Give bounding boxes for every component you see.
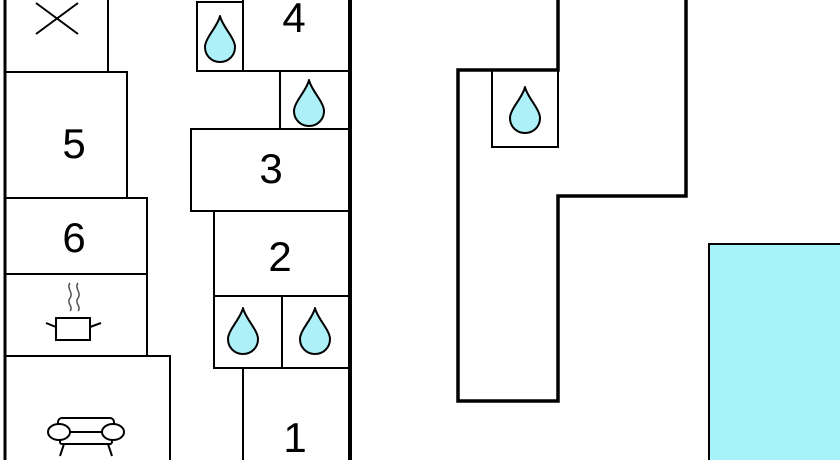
room-1-number: 1 <box>283 414 306 460</box>
room-4: 4 <box>242 0 351 72</box>
water-drop-icon <box>204 15 236 63</box>
room-cross <box>4 0 109 73</box>
bathroom-upper <box>196 1 244 72</box>
water-drop-icon <box>227 307 259 355</box>
room-2: 2 <box>213 210 351 297</box>
cooking-pot-icon <box>45 282 102 341</box>
water-drop-icon <box>509 86 541 134</box>
right-building <box>456 0 688 403</box>
water-drop-icon <box>293 79 325 127</box>
room-5-number: 5 <box>62 120 85 167</box>
room-6: 6 <box>4 197 148 275</box>
room-living <box>4 355 171 460</box>
armchair-icon <box>47 417 125 457</box>
bathroom-right <box>281 295 351 369</box>
room-3-number: 3 <box>259 145 282 192</box>
room-1: 1 <box>242 367 351 460</box>
bathroom-right-building <box>491 69 559 148</box>
room-5: 5 <box>4 71 128 199</box>
room-kitchen <box>4 273 148 357</box>
room-6-number: 6 <box>62 214 85 261</box>
cross-icon <box>35 2 79 35</box>
bathroom-small <box>279 70 351 130</box>
bathroom-left <box>213 295 283 369</box>
room-3: 3 <box>190 128 351 212</box>
water-drop-icon <box>299 307 331 355</box>
pool <box>708 243 840 460</box>
room-4-number: 4 <box>282 0 305 41</box>
room-2-number: 2 <box>268 233 291 280</box>
